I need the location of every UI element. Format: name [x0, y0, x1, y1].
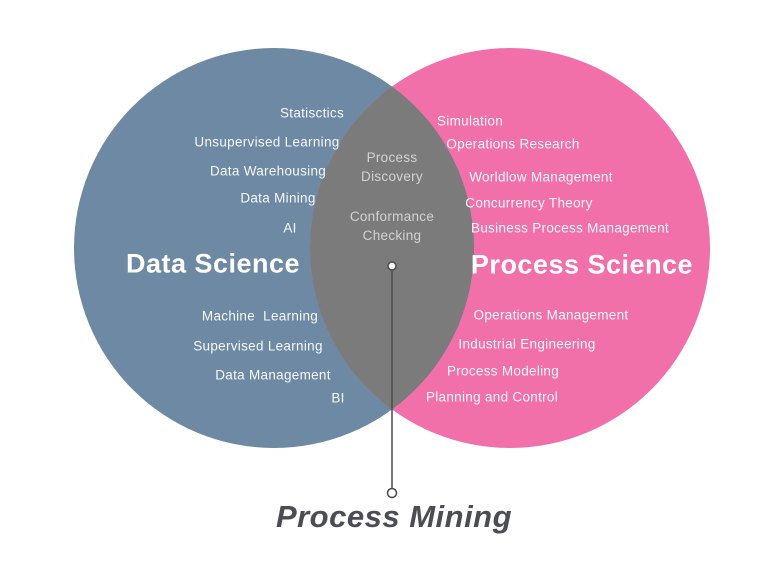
left-item-unsupervised-learning: Unsupervised Learning: [194, 134, 340, 150]
intersection-item-conformance-checking: Conformance Checking: [349, 209, 435, 243]
callout-marker-top-icon: [387, 261, 397, 271]
left-item-data-warehousing: Data Warehousing: [209, 163, 327, 179]
right-item-simulation: Simulation: [436, 113, 504, 129]
right-item-planning-and-control: Planning and Control: [425, 389, 559, 405]
left-item-machine-learning: Machine Learning: [201, 308, 319, 324]
intersection-lens: [310, 48, 474, 448]
callout-marker-bottom-icon: [386, 487, 398, 499]
right-item-operations-research: Operations Research: [446, 136, 580, 152]
left-item-supervised-learning: Supervised Learning: [193, 338, 323, 354]
process-mining-label: Process Mining: [275, 499, 513, 534]
right-item-worldlow-management: Worldlow Management: [469, 169, 613, 185]
left-item-ai: AI: [283, 220, 297, 236]
right-item-operations-management: Operations Management: [473, 307, 629, 323]
right-item-process-modeling: Process Modeling: [446, 363, 560, 379]
intersection-item-process-discovery: Process Discovery: [361, 150, 423, 184]
right-item-concurrency-theory: Concurrency Theory: [465, 195, 593, 211]
right-item-business-process-management: Business Process Management: [471, 220, 669, 236]
left-circle-title: Data Science: [125, 248, 301, 279]
right-circle-title: Process Science: [470, 249, 694, 280]
left-item-bi: BI: [331, 390, 345, 406]
left-item-statisctics: Statisctics: [279, 105, 345, 121]
right-item-industrial-engineering: Industrial Engineering: [458, 336, 596, 352]
left-item-data-management: Data Management: [215, 367, 331, 383]
left-item-data-mining: Data Mining: [240, 190, 316, 206]
